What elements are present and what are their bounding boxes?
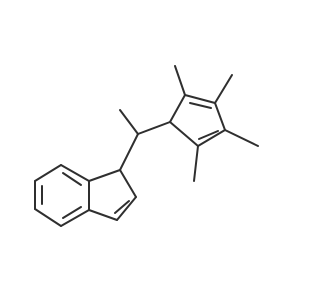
- benzene-bond: [34, 164, 62, 182]
- ethylidene-bridge: [119, 109, 171, 171]
- cp-inner-double-bond: [189, 102, 212, 109]
- benzene-bond: [34, 208, 62, 227]
- five-ring-bond: [119, 169, 137, 198]
- cyclopentene-ring: [88, 169, 137, 221]
- cp-ring-bond: [169, 94, 186, 123]
- methyl-bond: [119, 109, 139, 135]
- methyl-bond: [193, 145, 199, 182]
- molecule-structure-diagram: [34, 65, 259, 227]
- benzene-bond: [60, 209, 90, 227]
- benzene-bond: [60, 164, 90, 182]
- cp-ring-bond: [169, 121, 199, 147]
- benzene-inner-double-bond: [62, 172, 82, 186]
- five-ring-bond: [116, 196, 137, 221]
- methyl-bond: [224, 129, 259, 147]
- bridge-bond-to-indene: [119, 133, 139, 171]
- methyl-bond: [174, 65, 186, 96]
- benzene-inner-double-bond: [62, 206, 82, 219]
- five-ring-bond: [88, 169, 121, 182]
- benzene-ring: [34, 164, 90, 227]
- tetramethylcyclopentadienyl-group: [169, 65, 259, 182]
- five-ring-bond: [88, 209, 118, 221]
- cp-ring-bond: [184, 94, 216, 104]
- cyclopentadiene-ring: [169, 94, 226, 147]
- methyl-substituents: [174, 65, 259, 182]
- indenyl-group: [34, 164, 137, 227]
- cp-inner-double-bond: [198, 130, 219, 140]
- five-ring-inner-double-bond: [114, 200, 130, 214]
- cp-ring-bond: [214, 102, 226, 131]
- bridge-bond-to-cyclopentadiene: [137, 121, 171, 135]
- methyl-bond: [214, 74, 233, 104]
- cp-ring-bond: [197, 129, 226, 147]
